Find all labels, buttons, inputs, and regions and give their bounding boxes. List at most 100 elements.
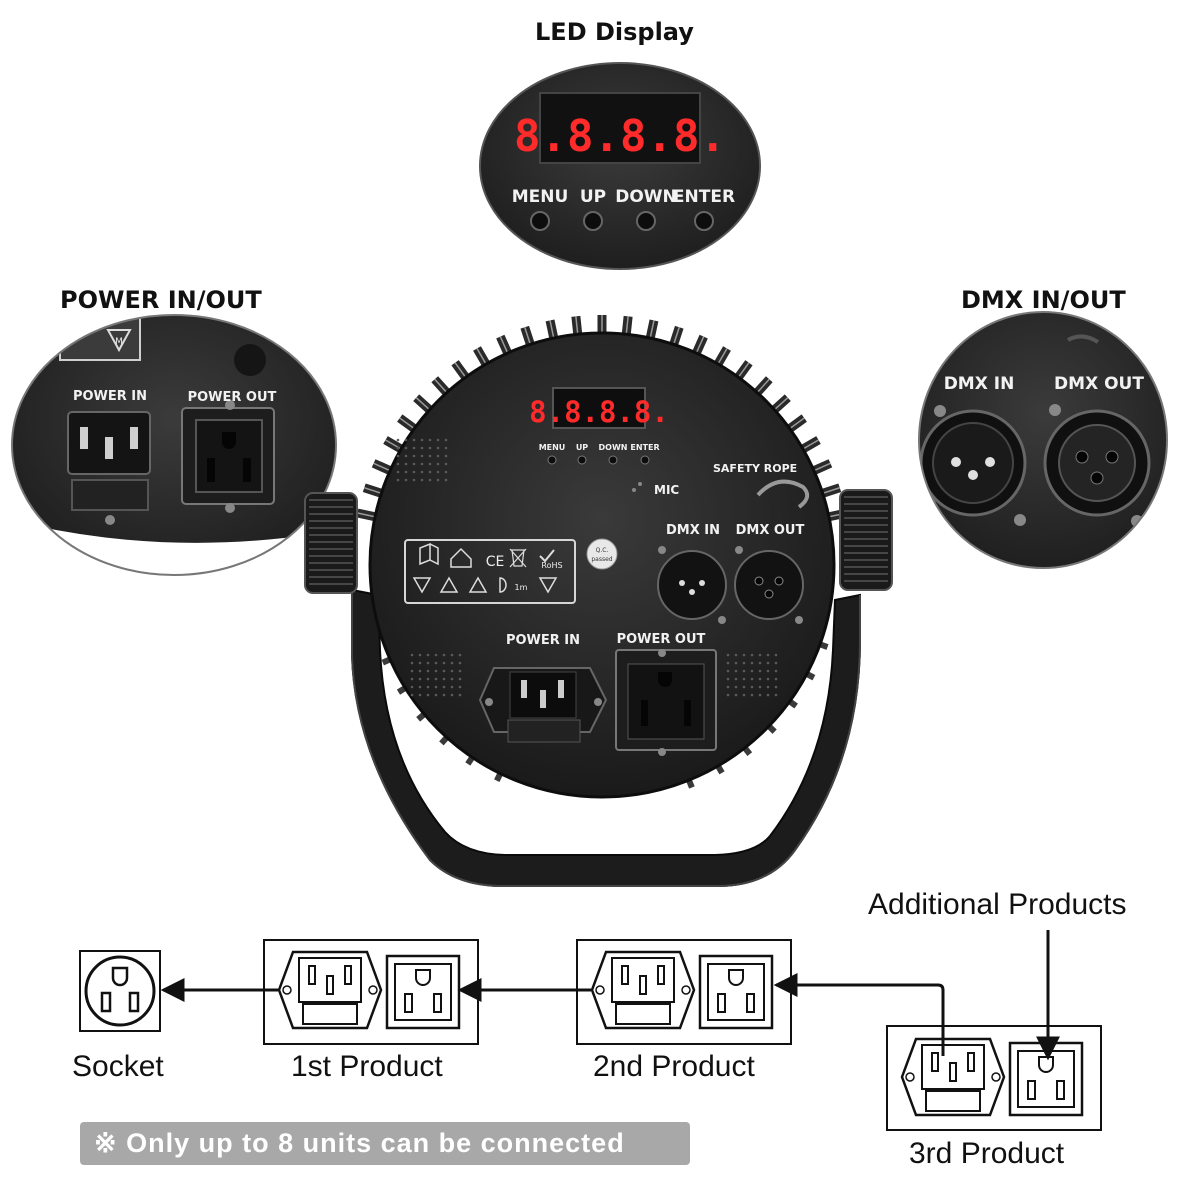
zoom-led-screen	[539, 92, 701, 164]
speaker-hole	[766, 669, 770, 673]
speaker-hole	[758, 693, 762, 697]
speaker-hole	[734, 677, 738, 681]
ce-mark: CE	[486, 554, 505, 570]
device-down-button[interactable]	[608, 455, 618, 465]
svg-text:passed: passed	[591, 556, 612, 563]
outlet-ground-hole	[415, 969, 431, 986]
svg-text:Q.C.: Q.C.	[596, 547, 609, 554]
speaker-hole	[442, 677, 446, 681]
socket-outlet	[79, 950, 161, 1032]
outlet-icon	[385, 954, 461, 1030]
device-menu-button[interactable]	[547, 455, 557, 465]
speaker-hole	[450, 677, 454, 681]
speaker-hole	[734, 693, 738, 697]
zoom-down-button[interactable]	[636, 211, 656, 231]
speaker-hole	[396, 478, 400, 482]
speaker-hole	[458, 685, 462, 689]
speaker-hole	[444, 446, 448, 450]
device-dmx-out-connector[interactable]	[734, 550, 804, 620]
speaker-hole	[758, 685, 762, 689]
speaker-hole	[742, 677, 746, 681]
speaker-hole	[458, 653, 462, 657]
speaker-hole	[436, 438, 440, 442]
speaker-hole	[434, 693, 438, 697]
speaker-hole	[444, 438, 448, 442]
device-down-label: DOWN	[599, 443, 628, 452]
iec-pin	[621, 965, 629, 985]
speaker-hole	[418, 693, 422, 697]
iec-pin	[931, 1052, 939, 1072]
zoom-menu-button[interactable]	[530, 211, 550, 231]
speaker-hole	[742, 669, 746, 673]
zoom-up-button[interactable]	[583, 211, 603, 231]
speaker-hole	[444, 462, 448, 466]
speaker-hole	[442, 693, 446, 697]
additional-products-heading: Additional Products	[868, 888, 1127, 921]
zoom-enter-button[interactable]	[694, 211, 714, 231]
iec-inlet-recess	[298, 957, 362, 1003]
speaker-hole	[774, 661, 778, 665]
speaker-hole	[412, 438, 416, 442]
speaker-hole	[742, 653, 746, 657]
caution-icon	[468, 576, 488, 593]
speaker-hole	[404, 478, 408, 482]
speaker-hole	[450, 669, 454, 673]
speaker-hole	[742, 693, 746, 697]
product-1-label: 1st Product	[291, 1050, 443, 1083]
certification-label	[404, 539, 576, 604]
left-knob[interactable]	[304, 492, 358, 594]
speaker-hole	[766, 653, 770, 657]
zoom-dmx-in-label: DMX IN	[944, 374, 1015, 394]
speaker-hole	[458, 661, 462, 665]
speaker-hole	[726, 685, 730, 689]
speaker-hole	[450, 661, 454, 665]
outlet-slot	[1056, 1080, 1065, 1100]
iec-screw	[282, 985, 292, 995]
speaker-hole	[420, 438, 424, 442]
speaker-hole	[774, 693, 778, 697]
device-enter-button[interactable]	[640, 455, 650, 465]
speaker-hole	[766, 661, 770, 665]
speaker-hole	[758, 677, 762, 681]
outlet-slot	[1027, 1080, 1036, 1100]
speaker-hole	[774, 685, 778, 689]
speaker-hole	[444, 478, 448, 482]
outlet-ground-hole	[1038, 1056, 1054, 1073]
speaker-hole	[436, 470, 440, 474]
speaker-hole	[434, 677, 438, 681]
speaker-hole	[418, 669, 422, 673]
device-up-button[interactable]	[577, 455, 587, 465]
iec-inlet-recess	[611, 957, 675, 1003]
speaker-hole	[428, 462, 432, 466]
speaker-hole	[434, 653, 438, 657]
iec-inlet-icon	[900, 1037, 1006, 1117]
speaker-hole	[410, 685, 414, 689]
rohs-mark: RoHS	[541, 561, 562, 570]
speaker-hole	[458, 677, 462, 681]
speaker-hole	[412, 478, 416, 482]
device-up-label: UP	[576, 443, 588, 452]
iec-pin	[967, 1052, 975, 1072]
speaker-hole	[426, 693, 430, 697]
device-dmx-in-connector[interactable]	[657, 550, 727, 620]
iec-pin	[657, 965, 665, 985]
f-mark-icon	[412, 577, 432, 594]
speaker-hole	[434, 685, 438, 689]
manual-icon	[419, 542, 439, 566]
iec-screw	[905, 1072, 915, 1082]
speaker-hole	[450, 693, 454, 697]
iec-inlet-icon	[590, 950, 696, 1030]
speaker-hole	[412, 446, 416, 450]
right-knob[interactable]	[839, 489, 893, 591]
speaker-hole	[396, 438, 400, 442]
speaker-hole	[750, 661, 754, 665]
iec-fuse-holder	[925, 1090, 981, 1112]
iec-screw	[595, 985, 605, 995]
speaker-hole	[404, 470, 408, 474]
speaker-hole	[410, 677, 414, 681]
lamp-icon	[499, 577, 507, 593]
zoom-power-out-label: POWER OUT	[188, 390, 277, 405]
iec-fuse-holder	[615, 1003, 671, 1025]
connection-limit-note: ※ Only up to 8 units can be connected	[80, 1122, 690, 1165]
